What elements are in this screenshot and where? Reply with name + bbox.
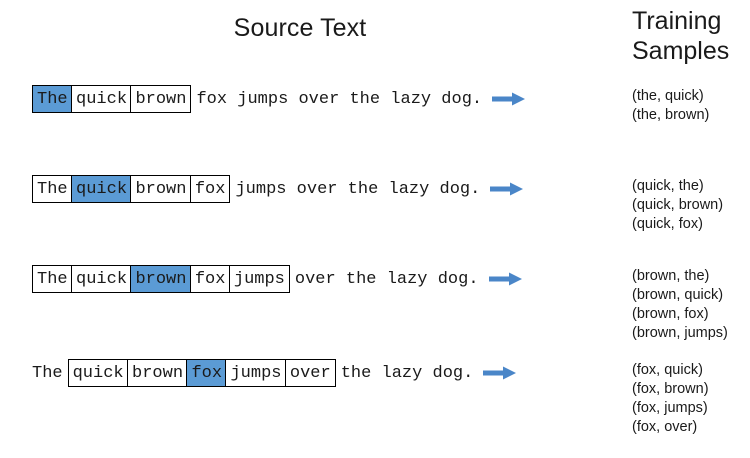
training-sample-pair: (fox, quick) [632, 362, 703, 378]
trailing-text: jumps over the lazy dog. [235, 179, 481, 199]
word-box-context[interactable]: quick [67, 359, 129, 387]
training-sample-pair: (the, quick) [632, 88, 704, 104]
word-box-context[interactable]: fox [189, 265, 231, 293]
word-box-context[interactable]: quick [71, 265, 133, 293]
training-sample-pair: (brown, jumps) [632, 325, 728, 341]
right-arrow-icon [473, 359, 517, 387]
word-box-context[interactable]: fox [189, 175, 231, 203]
word-box-center[interactable]: quick [71, 175, 133, 203]
word-box-context[interactable]: brown [130, 175, 192, 203]
training-sample-pair: (the, brown) [632, 107, 710, 123]
training-sample-group: (quick, the) (quick, brown) (quick, fox) [632, 177, 750, 234]
word-box-context[interactable]: jumps [228, 265, 290, 293]
page-title-source-text: Source Text [233, 14, 367, 42]
training-sample-group: (fox, quick) (fox, brown) (fox, jumps) (fox… [632, 361, 750, 437]
training-sample-pair: (fox, jumps) [632, 400, 708, 416]
word-box-context[interactable]: over [284, 359, 336, 387]
lead-word: The [32, 363, 63, 383]
trailing-text: the lazy dog. [340, 363, 474, 383]
training-sample-group: (brown, the) (brown, quick) (brown, fox) (b… [632, 267, 750, 343]
training-sample-group: (the, quick) (the, brown) [632, 87, 750, 125]
word-box-center[interactable]: fox [186, 359, 228, 387]
word-box-context[interactable]: The [32, 265, 73, 293]
right-arrow-icon [479, 265, 523, 293]
word-box-context[interactable]: brown [127, 359, 189, 387]
training-sample-pair: (brown, fox) [632, 306, 709, 322]
page-title-training-samples: Training Samples [632, 6, 750, 66]
training-sample-pair: (brown, quick) [632, 287, 724, 303]
word-box-center[interactable]: brown [130, 265, 192, 293]
word-box-context[interactable]: jumps [225, 359, 287, 387]
training-sample-pair: (fox, brown) [632, 381, 709, 397]
right-arrow-icon [482, 85, 526, 113]
word-box-center[interactable]: The [32, 85, 73, 113]
training-sample-pair: (quick, the) [632, 178, 704, 194]
training-sample-pair: (quick, fox) [632, 216, 703, 232]
right-arrow-icon [480, 175, 524, 203]
training-sample-pair: (brown, the) [632, 268, 710, 284]
trailing-text: fox jumps over the lazy dog. [196, 89, 483, 109]
trailing-text: over the lazy dog. [294, 269, 479, 289]
training-samples-title-line-1: Training [632, 7, 722, 35]
word-box-context[interactable]: quick [71, 85, 133, 113]
training-sample-pair: (quick, brown) [632, 197, 724, 213]
word-box-context[interactable]: brown [130, 85, 192, 113]
word-box-context[interactable]: The [32, 175, 73, 203]
training-sample-pair: (fox, over) [632, 419, 698, 435]
training-samples-title-line-2: Samples [632, 37, 730, 65]
